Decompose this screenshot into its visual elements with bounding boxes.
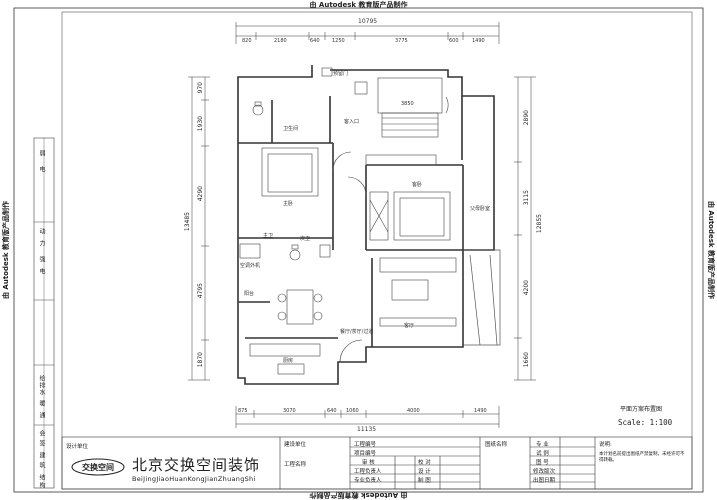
room-label: 卫生间: [283, 126, 299, 132]
watermark-top: 由 Autodesk 教育版产品制作: [309, 1, 408, 9]
dim-bottom-seg: 3070: [283, 408, 296, 414]
side-label: 暖: [38, 400, 45, 407]
room-label: 客卧: [412, 182, 423, 188]
room-label: 客入口: [344, 119, 360, 125]
side-label: 强: [38, 256, 45, 263]
tb-build-unit: 建设单位: [284, 442, 307, 448]
side-label: 弱: [38, 150, 45, 157]
dim-top-total: 10795: [358, 18, 378, 25]
room-label: 客厅: [404, 323, 415, 329]
tb-item-no: 项目编号: [354, 451, 377, 457]
plan-title: 平面方案布置图: [620, 406, 663, 413]
dim-bottom-seg: 4000: [407, 408, 420, 414]
dim-top-seg: 600: [449, 38, 459, 44]
side-label: 电: [38, 166, 45, 173]
dim-inner: 3850: [401, 101, 414, 107]
dim-top-seg: 3775: [395, 38, 408, 44]
room-label: 预留门: [333, 71, 349, 77]
dim-top-seg: 820: [242, 38, 252, 44]
dim-top-seg: 1250: [332, 38, 345, 44]
dim-bottom-seg: 1060: [346, 408, 359, 414]
tb-review: 审 核: [362, 460, 375, 466]
dim-bottom-seg: 875: [238, 408, 248, 414]
side-label: 会: [38, 430, 45, 437]
side-label: 力: [38, 240, 45, 247]
tb-drawing-name: 图纸名称: [485, 442, 508, 448]
tb-drawing-no: 图 号: [536, 460, 549, 466]
room-label: 厨房: [283, 358, 294, 364]
room-label: 空调外机: [240, 263, 261, 269]
dim-top-seg: 2180: [274, 38, 287, 44]
room-label: 父母卧室: [470, 206, 491, 212]
tb-project-lead: 工程负责人: [354, 469, 382, 475]
tb-discipline: 专 业: [536, 442, 549, 448]
tb-date: 出图日期: [533, 478, 556, 484]
side-label: 电: [38, 268, 45, 275]
side-label: 建: [38, 452, 45, 459]
dim-top-seg: 1490: [472, 38, 485, 44]
company-name-pinyin: BeiJingJiaoHuanKongJianZhuangShi: [132, 475, 256, 483]
company-name-cn: 北京交换空间装饰: [132, 456, 261, 474]
tb-design: 设 计: [418, 469, 431, 475]
plan-scale: Scale: 1:100: [618, 418, 673, 427]
side-label: 结: [38, 474, 45, 481]
room-label: 餐厅/茶厅/过道: [340, 329, 374, 335]
side-label: 构: [38, 482, 45, 489]
tb-design-unit: 设计单位: [66, 444, 89, 450]
company-logo: 交换空间: [71, 458, 125, 476]
tb-discipline-lead: 专业负责人: [354, 478, 382, 484]
side-label: 通: [38, 412, 45, 419]
tb-project-no: 工程编号: [354, 442, 377, 448]
tb-proofread: 校 对: [418, 460, 431, 466]
side-label: 筑: [38, 462, 45, 469]
room-label: 次卫: [300, 236, 311, 242]
dim-bottom-seg: 1490: [474, 408, 487, 414]
room-label: 阳台: [244, 291, 255, 297]
tb-revision: 修改版次: [533, 469, 556, 475]
room-label: 主卧: [283, 201, 294, 207]
tb-notes-title: 说明:: [599, 442, 612, 448]
tb-drafting: 制 图: [418, 478, 431, 484]
tb-notes-text: 本计划名前提出图纸严禁复制，未经许可不得转载。: [599, 452, 685, 463]
dim-top-seg: 640: [310, 38, 320, 44]
tb-stage: 试 例: [536, 451, 549, 457]
side-label: 签: [38, 440, 45, 447]
side-label: 给排水: [38, 375, 45, 396]
room-label: 主卫: [263, 233, 274, 239]
logo-text: 交换空间: [82, 462, 114, 472]
dim-bottom-total: 11135: [357, 426, 377, 433]
dim-bottom-seg: 640: [327, 408, 337, 414]
side-label: 动: [38, 228, 45, 235]
tb-project-name: 工程名称: [284, 462, 307, 468]
